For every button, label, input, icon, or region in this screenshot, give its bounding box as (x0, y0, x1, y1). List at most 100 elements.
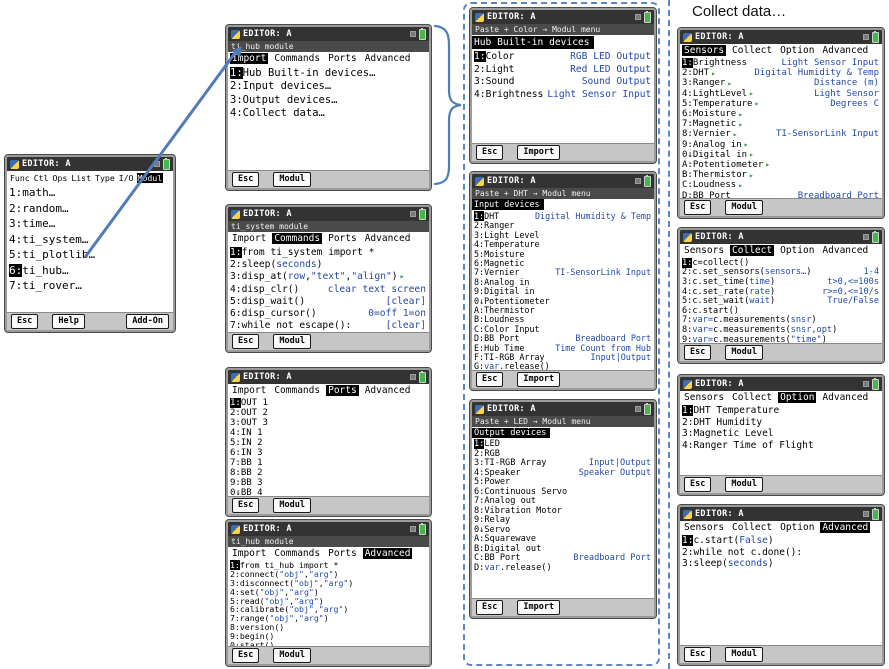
menu-item[interactable]: 2:OUT 2 (228, 408, 429, 418)
tab-advanced[interactable]: Advanced (364, 233, 411, 244)
menu-item[interactable]: 8:Vernier▸TI-SensorLink Input (680, 129, 882, 139)
menu-item[interactable]: 3:disp_at(row,"text","align")▸ (228, 271, 429, 283)
menu-item[interactable]: 2:Input devices… (228, 80, 429, 94)
menu-item[interactable]: 4:ti_system… (7, 232, 173, 248)
menu-item[interactable]: C:Loudness▸ (680, 180, 882, 190)
tab-sensors[interactable]: Sensors (682, 45, 727, 56)
menu-item[interactable]: 9:var=c.measurements("time") (680, 335, 882, 343)
menu-item[interactable]: 3:disconnect("obj","arg") (228, 578, 429, 588)
menu-item[interactable]: 2:DHT▸Digital Humidity & Temp (680, 68, 882, 78)
menu-item[interactable]: 7:ti_rover… (7, 278, 173, 294)
menu-item[interactable]: 6:calibrate("obj","arg") (228, 604, 429, 614)
softkey-modul[interactable]: Modul (725, 647, 763, 662)
softkey-esc[interactable]: Esc (476, 600, 504, 615)
tab-sensors[interactable]: Sensors (684, 245, 725, 256)
menu-item[interactable]: 5:Moisture (472, 249, 654, 259)
tab-type[interactable]: Type (95, 172, 115, 183)
menu-item[interactable]: B:Thermistor▸ (680, 170, 882, 180)
menu-item[interactable]: 5:Temperature▸Degrees C (680, 99, 882, 109)
softkey-modul[interactable]: Modul (725, 477, 763, 492)
softkey-esc[interactable]: Esc (232, 648, 260, 663)
menu-item[interactable]: B:Loudness (472, 314, 654, 324)
menu-item[interactable]: 6:Continuous Servo (472, 487, 654, 497)
menu-item[interactable]: 9:Digital in (472, 286, 654, 296)
menu-item[interactable]: 0↓Servo (472, 525, 654, 535)
menu-item[interactable]: 1:c=collect() (680, 257, 882, 268)
softkey-esc[interactable]: Esc (476, 145, 504, 160)
tab-collect[interactable]: Collect (732, 392, 773, 403)
softkey-modul[interactable]: Modul (273, 648, 311, 663)
menu-item[interactable]: 7:BB 1 (228, 458, 429, 468)
menu-item[interactable]: 1:from ti_hub import * (228, 560, 429, 571)
menu-item[interactable]: 8:Analog in (472, 277, 654, 287)
menu-item[interactable]: 7:var=c.measurements(snsr) (680, 315, 882, 325)
tab-option[interactable]: Option (780, 522, 815, 533)
tab-import[interactable]: Import (232, 548, 267, 559)
menu-item[interactable]: 6:IN 3 (228, 448, 429, 458)
menu-item[interactable]: 4:c.set_rate(rate)r>=0,<=10/s (680, 287, 882, 297)
menu-item[interactable]: 1:math… (7, 185, 173, 201)
menu-item[interactable]: 6:disp_cursor()0=off 1=on (228, 307, 429, 319)
softkey-esc[interactable]: Esc (684, 647, 712, 662)
tab-sensors[interactable]: Sensors (684, 522, 725, 533)
menu-item[interactable]: 4:Temperature (472, 239, 654, 249)
menu-item[interactable]: 8:Vibration Motor (472, 506, 654, 516)
menu-item[interactable]: 3:c.set_time(time)t>0,<=100s (680, 277, 882, 287)
softkey-esc[interactable]: Esc (684, 200, 712, 215)
tab-advanced[interactable]: Advanced (822, 392, 869, 403)
menu-item[interactable]: 1:DHT Temperature (680, 405, 882, 417)
menu-item[interactable]: 3:Magnetic Level (680, 428, 882, 440)
menu-item[interactable]: 8:var=c.measurements(snsr,opt) (680, 325, 882, 335)
menu-item[interactable]: 7:Analog out (472, 496, 654, 506)
softkey-import[interactable]: Import (517, 145, 561, 160)
menu-item[interactable]: 0↓start() (228, 640, 429, 646)
softkey-esc[interactable]: Esc (684, 345, 712, 360)
menu-item[interactable]: A:Potentiometer▸ (680, 160, 882, 170)
tab-option[interactable]: Option (780, 45, 815, 56)
menu-item[interactable]: A:Thermistor (472, 305, 654, 315)
tab-ports[interactable]: Ports (328, 53, 357, 64)
menu-item[interactable]: 1:OUT 1 (228, 398, 429, 408)
menu-item[interactable]: 8:version() (228, 622, 429, 632)
menu-item[interactable]: 2:Ranger (472, 220, 654, 230)
softkey-modul[interactable]: Modul (273, 334, 311, 349)
tab-commands[interactable]: Commands (274, 53, 321, 64)
tab-advanced[interactable]: Advanced (820, 522, 871, 533)
softkey-modul[interactable]: Modul (273, 172, 311, 187)
tab-commands[interactable]: Commands (272, 233, 323, 244)
menu-item[interactable]: B:Digital out (472, 544, 654, 554)
tab-collect[interactable]: Collect (730, 245, 775, 256)
menu-item[interactable]: 5:ti_plotlib… (7, 247, 173, 263)
menu-item[interactable]: 7:while not escape():[clear] (228, 320, 429, 332)
menu-item[interactable]: 1:from ti_system import * (228, 246, 429, 258)
tab-import[interactable]: Import (230, 53, 269, 64)
tab-advanced[interactable]: Advanced (362, 548, 413, 559)
softkey-modul[interactable]: Modul (725, 345, 763, 360)
tab-ports[interactable]: Ports (328, 548, 357, 559)
menu-item[interactable]: 6:Magnetic (472, 258, 654, 268)
menu-item[interactable]: 9:BB 3 (228, 478, 429, 488)
softkey-help[interactable]: Help (52, 314, 85, 329)
tab-commands[interactable]: Commands (274, 385, 321, 396)
softkey-esc[interactable]: Esc (476, 372, 504, 387)
menu-item[interactable]: 4:Ranger Time of Flight (680, 440, 882, 452)
menu-item[interactable]: 2:sleep(seconds) (228, 258, 429, 270)
menu-item[interactable]: 4:LightLevel▸Light Sensor (680, 89, 882, 99)
softkey-add-on[interactable]: Add-On (126, 314, 169, 329)
menu-item[interactable]: 6:c.start() (680, 306, 882, 316)
menu-item[interactable]: 7:Magnetic▸ (680, 119, 882, 129)
tab-collect[interactable]: Collect (732, 522, 773, 533)
menu-item[interactable]: 2:random… (7, 201, 173, 217)
tab-collect[interactable]: Collect (732, 45, 773, 56)
softkey-esc[interactable]: Esc (684, 477, 712, 492)
menu-item[interactable]: 6:Moisture▸ (680, 109, 882, 119)
